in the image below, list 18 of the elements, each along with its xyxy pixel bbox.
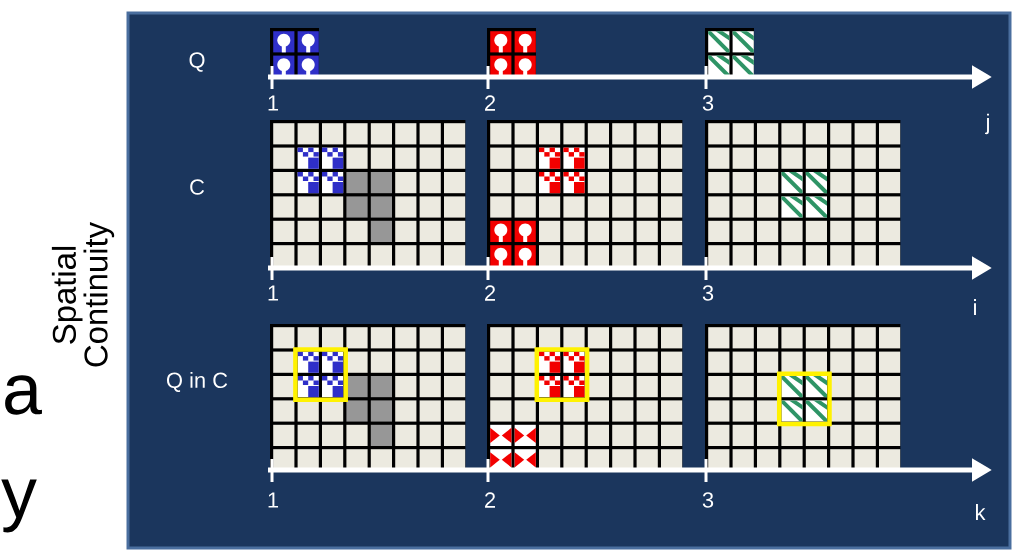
axis-label: k	[976, 504, 986, 520]
tick-label: 1	[268, 95, 279, 111]
tick-label: 2	[485, 492, 495, 508]
row-label: C	[190, 179, 205, 195]
axis-label: i	[974, 299, 976, 315]
tick-label: 2	[485, 95, 495, 111]
tick-label: 3	[702, 95, 714, 111]
large-letter: a	[5, 375, 42, 415]
rotated-heading: Spatial Continuity	[51, 222, 115, 367]
tick-label: 1	[268, 285, 279, 301]
large-letter: y	[1, 479, 37, 533]
tick-label: 3	[702, 492, 714, 508]
axis-label: j	[985, 113, 989, 135]
tick-label: 3	[702, 285, 714, 301]
row-label: Q in C	[167, 371, 228, 392]
tick-label: 2	[485, 285, 495, 301]
row-label: Q	[189, 52, 205, 72]
tick-label: 1	[268, 492, 279, 508]
